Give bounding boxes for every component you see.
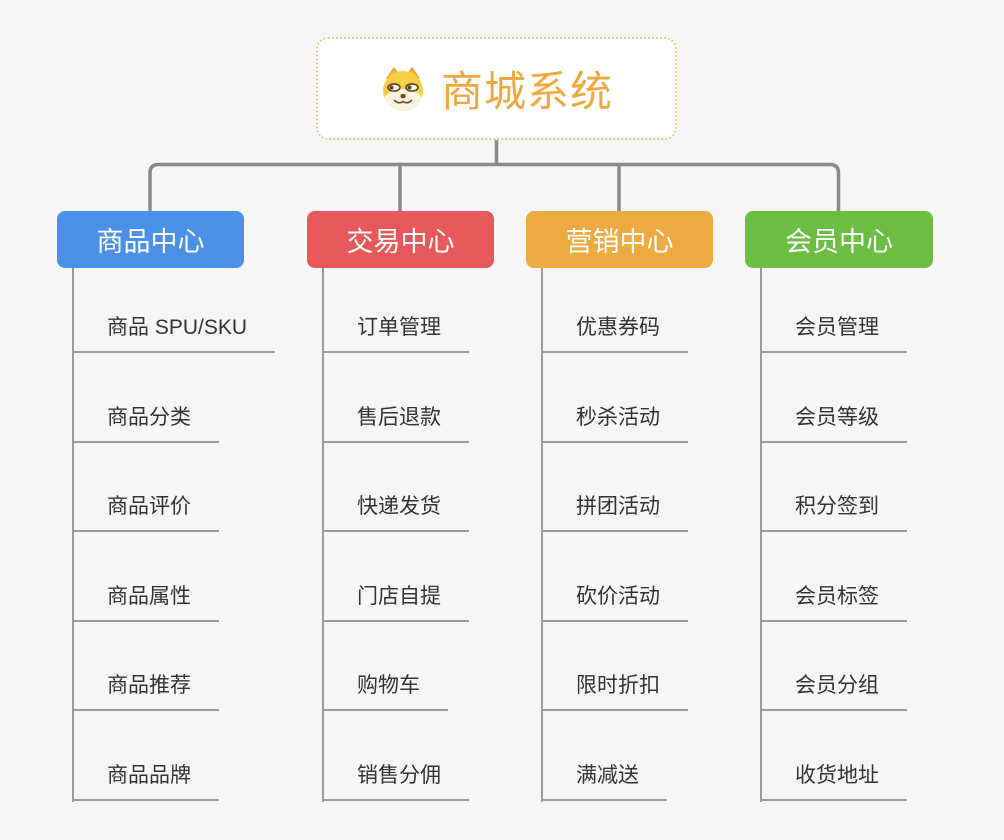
child-node[interactable]: 快递发货: [322, 492, 469, 532]
child-node[interactable]: 限时折扣: [541, 671, 688, 711]
child-node[interactable]: 商品评价: [72, 492, 219, 532]
branch-rail: [541, 268, 543, 802]
child-node[interactable]: 售后退款: [322, 403, 469, 443]
root-node[interactable]: 商城系统: [316, 37, 677, 140]
child-node[interactable]: 秒杀活动: [541, 403, 688, 443]
child-node[interactable]: 商品品牌: [72, 761, 219, 801]
child-node[interactable]: 订单管理: [322, 313, 469, 353]
child-node[interactable]: 积分签到: [760, 492, 907, 532]
child-node[interactable]: 销售分佣: [322, 761, 469, 801]
branch-rail: [760, 268, 762, 802]
child-node[interactable]: 优惠券码: [541, 313, 688, 353]
child-node[interactable]: 拼团活动: [541, 492, 688, 532]
child-node[interactable]: 商品 SPU/SKU: [72, 313, 276, 353]
branch-node-member-center[interactable]: 会员中心: [745, 211, 933, 268]
child-node[interactable]: 会员管理: [760, 313, 907, 353]
branch-node-trade-center[interactable]: 交易中心: [307, 211, 494, 268]
child-node[interactable]: 满减送: [541, 761, 667, 801]
child-node[interactable]: 会员标签: [760, 582, 907, 622]
branch-node-product-center[interactable]: 商品中心: [57, 211, 244, 268]
branch-rail: [72, 268, 74, 802]
child-node[interactable]: 会员等级: [760, 403, 907, 443]
child-node[interactable]: 会员分组: [760, 671, 907, 711]
child-node[interactable]: 商品分类: [72, 403, 219, 443]
child-node[interactable]: 商品属性: [72, 582, 219, 622]
child-node[interactable]: 收货地址: [760, 761, 907, 801]
child-node[interactable]: 商品推荐: [72, 671, 219, 711]
branch-rail: [322, 268, 324, 802]
root-title: 商城系统: [440, 68, 613, 115]
branch-node-marketing-center[interactable]: 营销中心: [526, 211, 713, 268]
child-node[interactable]: 购物车: [322, 671, 448, 711]
child-node[interactable]: 砍价活动: [541, 582, 688, 622]
child-node[interactable]: 门店自提: [322, 582, 469, 622]
dog-face-icon: [382, 66, 423, 111]
